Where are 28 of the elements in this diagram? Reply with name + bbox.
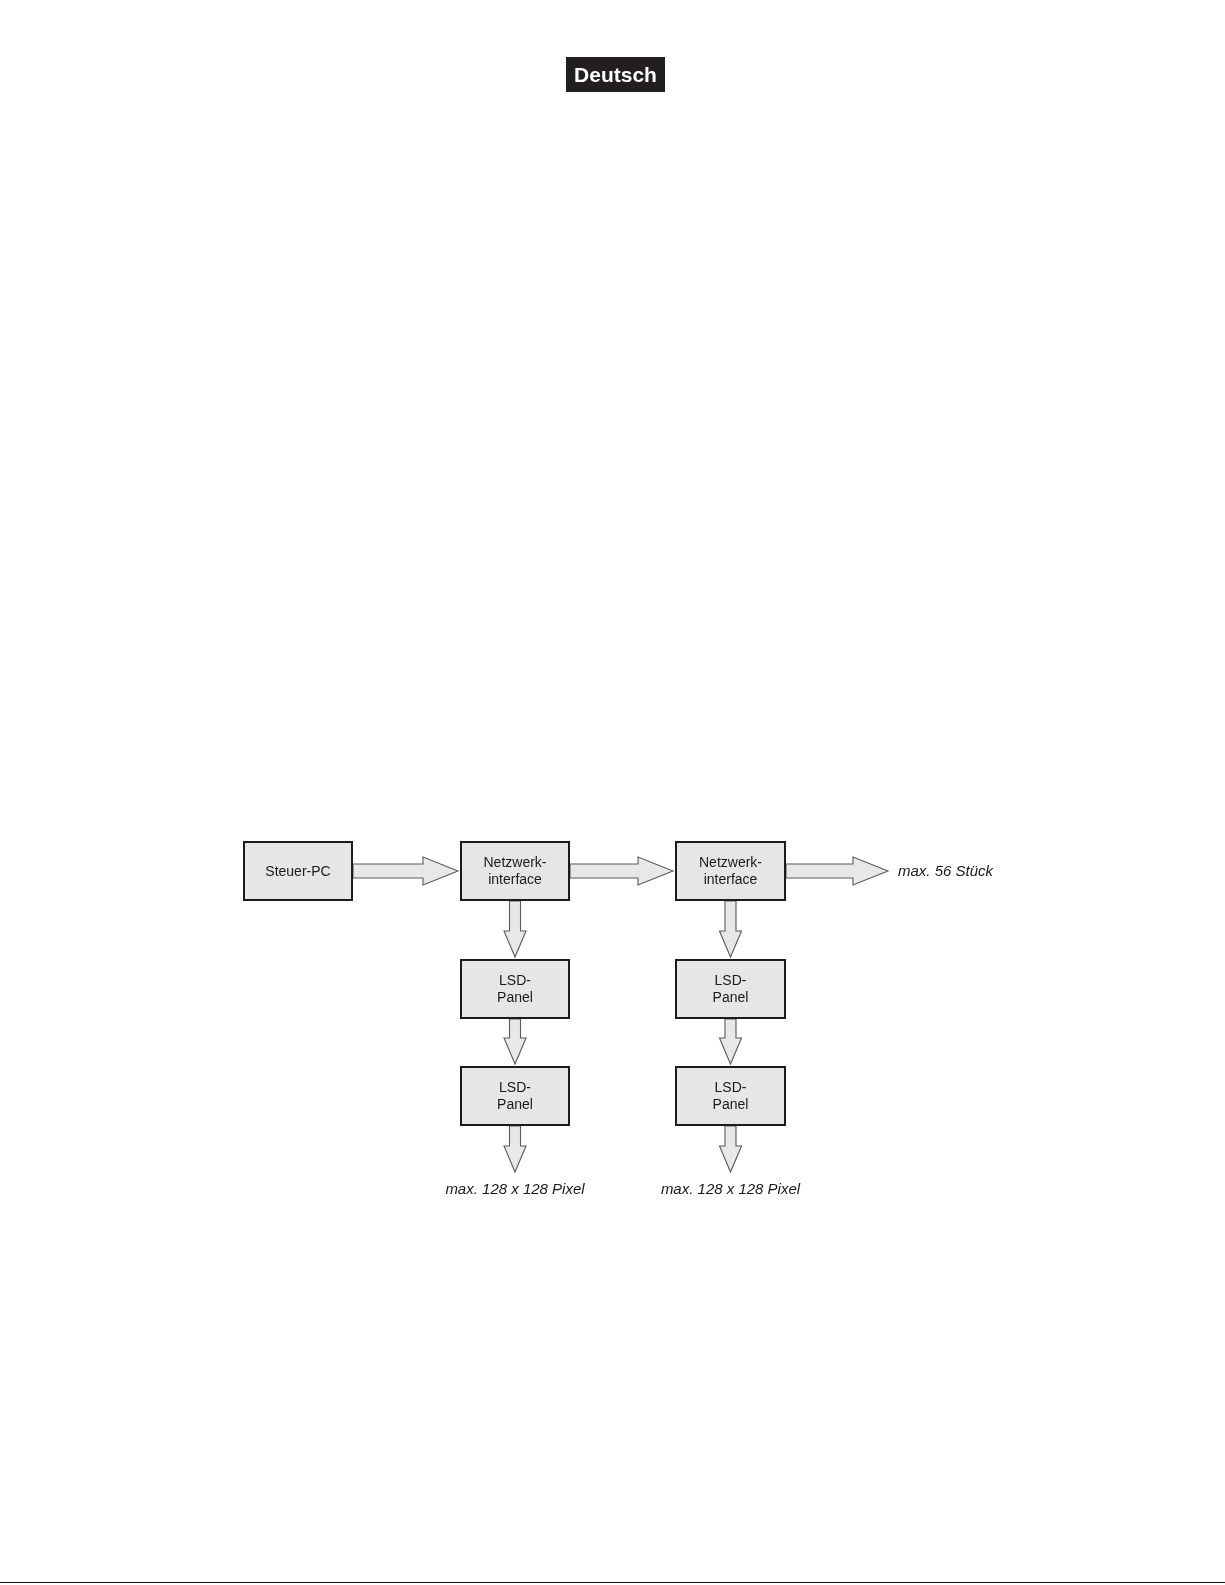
language-tab <box>566 57 665 92</box>
block-arrow <box>503 1018 527 1066</box>
note-text: max. 56 Stück <box>898 862 994 879</box>
process-box <box>675 1066 786 1126</box>
process-box <box>460 1066 570 1126</box>
process-box <box>675 841 786 901</box>
box-label: Netzwerk- interface <box>698 854 763 888</box>
box-label: LSD- Panel <box>711 1079 750 1113</box>
block-arrow <box>785 856 890 886</box>
process-box <box>460 959 570 1019</box>
language-label: Deutsch <box>574 62 657 87</box>
box-label: LSD- Panel <box>496 1079 534 1113</box>
note-text: max. 128 x 128 Pixel <box>445 1180 585 1197</box>
block-arrow <box>718 1018 743 1066</box>
block-arrow <box>503 900 527 959</box>
note-text: max. 128 x 128 Pixel <box>660 1180 801 1197</box>
block-arrow <box>569 856 675 886</box>
block-arrow <box>718 900 743 959</box>
box-label: Netzwerk- interface <box>482 854 548 888</box>
process-box <box>675 959 786 1019</box>
box-label: Steuer-PC <box>265 862 331 880</box>
box-label: LSD- Panel <box>496 972 534 1006</box>
block-arrow <box>503 1125 527 1174</box>
box-label: LSD- Panel <box>711 972 750 1006</box>
process-box <box>460 841 570 901</box>
process-box <box>243 841 353 901</box>
block-arrow <box>352 856 460 886</box>
block-arrow <box>718 1125 743 1174</box>
